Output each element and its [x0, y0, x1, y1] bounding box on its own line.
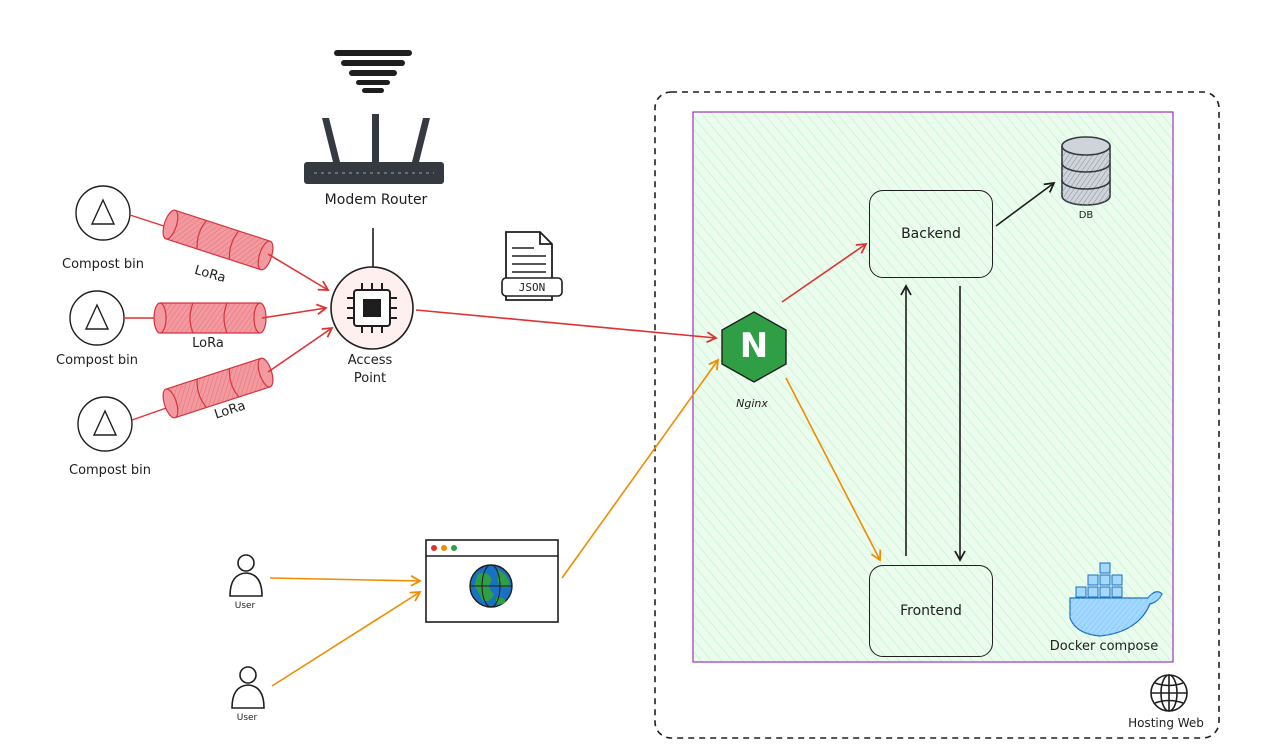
- hosting-web-label: Hosting Web: [1128, 716, 1204, 730]
- docker-compose-label: Docker compose: [1049, 639, 1159, 654]
- nginx-label: Nginx: [736, 397, 768, 410]
- router-icon: [304, 114, 444, 184]
- lora-link-2: [153, 302, 267, 334]
- user-1-label: User: [234, 601, 256, 611]
- db-label: DB: [1078, 210, 1094, 221]
- user-2-label: User: [236, 713, 258, 723]
- chip-icon: [347, 283, 397, 333]
- router-label: Modem Router: [324, 192, 428, 208]
- user-icon: [229, 554, 263, 597]
- access-point: [330, 266, 414, 350]
- arrow-user2-browser: [271, 591, 422, 687]
- compost-bin-2-label: Compost bin: [55, 353, 139, 368]
- arrow-ap-nginx: [415, 309, 718, 343]
- globe-icon: [469, 564, 513, 608]
- arrow-user1-browser: [269, 575, 422, 587]
- lora-link-3: [162, 357, 274, 419]
- lora-2-label: LoRa: [192, 336, 224, 351]
- arrow-lora2-ap: [261, 303, 328, 319]
- compost-bin-1: [75, 185, 131, 241]
- arrow-backend-db: [995, 181, 1056, 227]
- access-point-label-line1: Access: [347, 353, 393, 368]
- hosting-web-boundary: [654, 91, 1220, 739]
- compost-bin-3: [77, 396, 133, 452]
- arrow-lora1-ap: [267, 253, 330, 291]
- arrow-lora3-ap: [267, 326, 334, 373]
- access-point-label-line2: Point: [353, 371, 387, 386]
- backend-service: Backend: [869, 190, 993, 278]
- docker-whale-icon: [1069, 562, 1163, 637]
- arrow-nginx-frontend: [785, 377, 882, 562]
- arrow-browser-nginx: [561, 358, 720, 579]
- user-icon: [231, 666, 265, 709]
- lora-link-1: [162, 209, 274, 271]
- database-icon: [1061, 136, 1111, 206]
- frontend-label: Frontend: [900, 603, 962, 619]
- json-label: JSON: [518, 281, 546, 294]
- document-icon: [501, 231, 563, 301]
- frontend-service: Frontend: [869, 565, 993, 657]
- nginx-icon: [721, 311, 787, 383]
- backend-label: Backend: [901, 226, 961, 242]
- nginx-glyph: N: [739, 326, 769, 366]
- compost-bin-3-label: Compost bin: [68, 463, 152, 478]
- wifi-icon: [334, 50, 412, 93]
- arrow-nginx-backend: [781, 242, 868, 303]
- compost-bin-1-label: Compost bin: [61, 257, 145, 272]
- globe-icon: [1150, 674, 1188, 712]
- compost-bin-2: [69, 290, 125, 346]
